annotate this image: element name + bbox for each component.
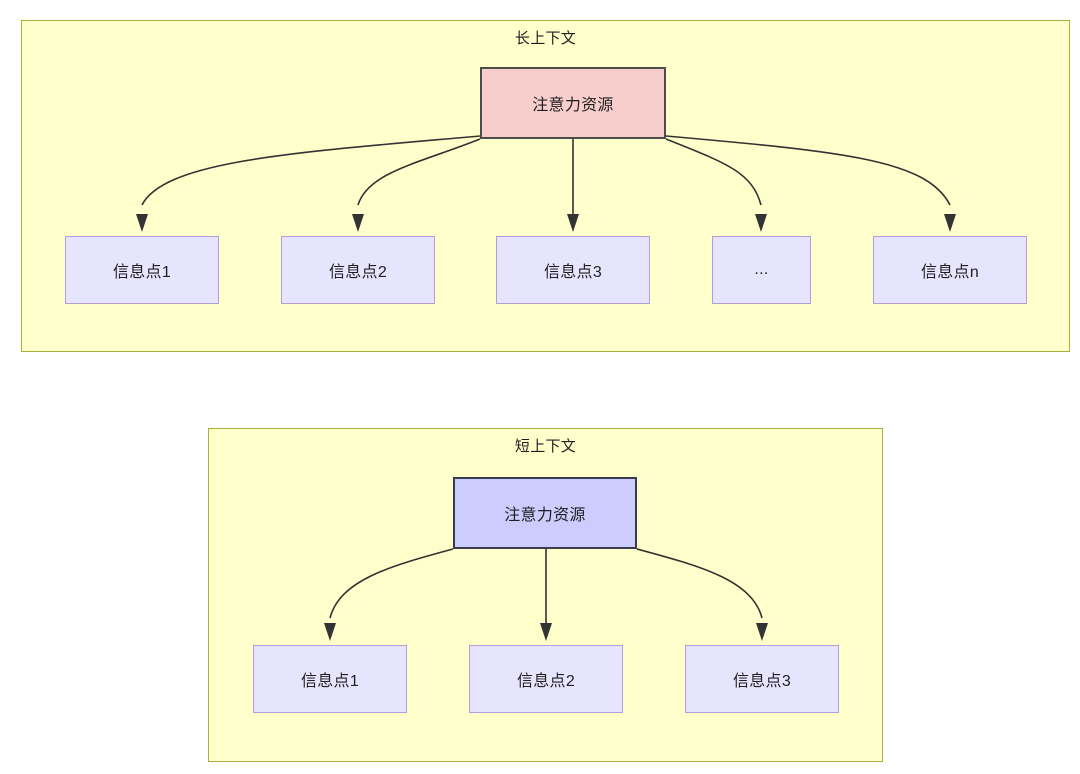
node-label: 注意力资源 [532, 97, 614, 114]
node-long-info-point-1[interactable]: 信息点1 [65, 236, 219, 304]
node-label: 注意力资源 [504, 507, 586, 524]
node-short-info-point-2[interactable]: 信息点2 [469, 645, 623, 713]
node-long-info-point-ellipsis[interactable]: ... [712, 236, 811, 304]
node-short-info-point-3[interactable]: 信息点3 [685, 645, 839, 713]
panel-long-context-title: 长上下文 [514, 30, 577, 47]
node-long-info-point-2[interactable]: 信息点2 [281, 236, 435, 304]
node-short-info-point-1[interactable]: 信息点1 [253, 645, 407, 713]
node-label: 信息点n [920, 264, 980, 281]
node-label: ... [754, 261, 769, 278]
node-short-attention-resource[interactable]: 注意力资源 [453, 477, 637, 549]
node-long-attention-resource[interactable]: 注意力资源 [480, 67, 666, 139]
node-long-info-point-3[interactable]: 信息点3 [496, 236, 650, 304]
node-label: 信息点2 [516, 673, 576, 690]
node-label: 信息点2 [328, 264, 388, 281]
panel-short-context-title: 短上下文 [514, 438, 577, 455]
node-label: 信息点1 [300, 673, 360, 690]
node-label: 信息点3 [543, 264, 603, 281]
node-label: 信息点3 [732, 673, 792, 690]
node-long-info-point-n[interactable]: 信息点n [873, 236, 1027, 304]
node-label: 信息点1 [112, 264, 172, 281]
